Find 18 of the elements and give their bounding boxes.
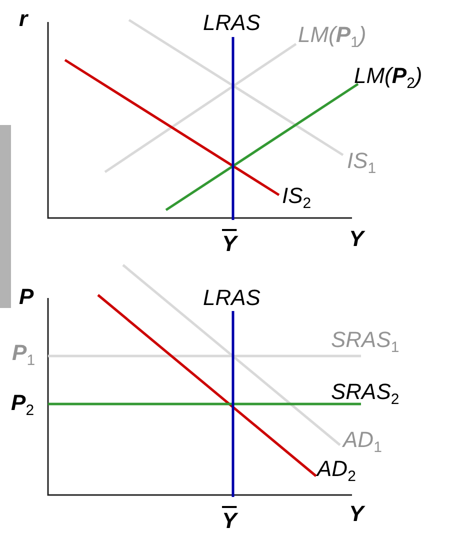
curve-label: AD$_{1}$ [343, 429, 382, 451]
curve-label: LM(P$_{2}$) [354, 65, 422, 87]
curve-label: IS$_{1}$ [347, 150, 376, 172]
curve-label: SRAS$_{2}$ [331, 381, 400, 403]
axis-label: Y [349, 228, 364, 250]
axis-tick-label: P$_{2}$ [11, 392, 34, 414]
axis-label: Y [349, 503, 364, 525]
curve-label: AD$_{2}$ [317, 458, 356, 480]
curve-label: IS$_{2}$ [282, 185, 312, 207]
axis-tick-label: Y [222, 233, 237, 255]
curve-label: LRAS [203, 287, 260, 309]
axis-label: r [19, 8, 28, 30]
axis-tick-label: P$_{1}$ [12, 342, 36, 364]
axis-tick-label: Y [222, 510, 237, 532]
curve-label: LRAS [203, 12, 260, 34]
axis-label: P [19, 286, 34, 308]
curve-label: SRAS$_{1}$ [331, 329, 400, 351]
curve-label: LM(P$_{1}$) [298, 24, 366, 46]
